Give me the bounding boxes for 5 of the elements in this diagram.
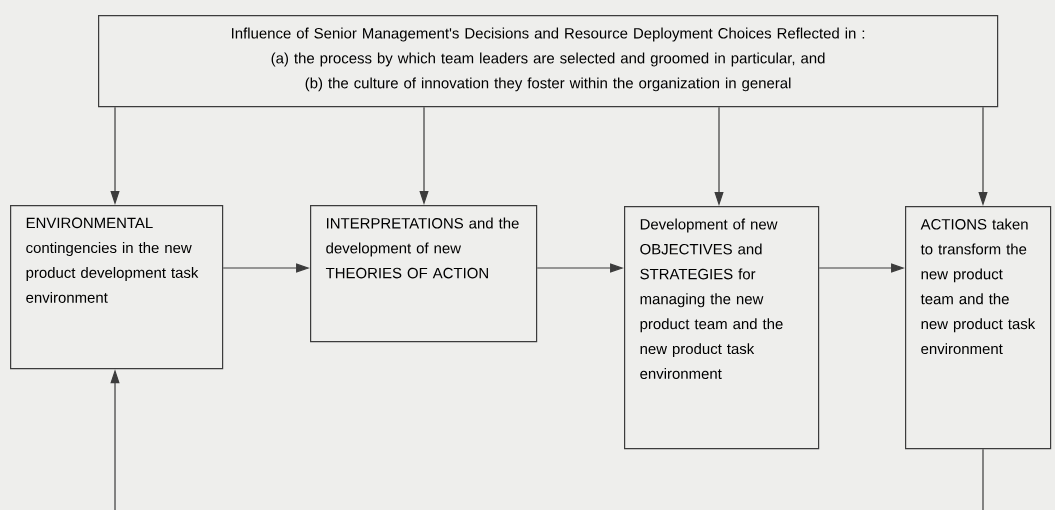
process-box: ACTIONS taken to transform the new product team and the new product task environment [905,206,1052,450]
process-box: Development of new OBJECTIVES and STRATEGIES for managing the new product team and the new product task environment [624,206,820,450]
process-box: INTERPRETATIONS and the development of new THEORIES OF ACTION [310,205,538,343]
process-box: ENVIRONMENTAL contingencies in the new product development task environment [10,205,224,370]
process-box: Influence of Senior Management's Decisions and Resource Deployment Choices Reflected in : (a) the process by which team leaders are selected and groomed in particular, and (b) the culture of innovation they foster within the organization in general [98,15,999,108]
